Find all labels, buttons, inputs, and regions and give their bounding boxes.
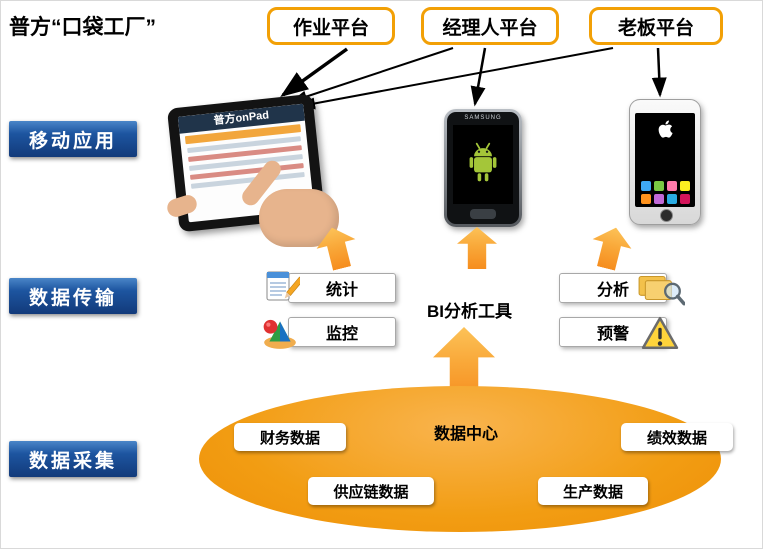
platform-box-work: 作业平台 <box>267 7 395 45</box>
iphone-home-button <box>659 209 673 222</box>
up-arrow-to-iphone <box>587 223 636 273</box>
android-screen <box>453 125 513 204</box>
monitoring-box: 监控 <box>288 317 396 347</box>
page-title: 普方“口袋工厂” <box>9 16 156 39</box>
production-data-box: 生产数据 <box>538 477 648 505</box>
finance-data-label: 财务数据 <box>259 429 320 447</box>
warning-icon <box>641 316 679 356</box>
supply-chain-data-label: 供应链数据 <box>333 483 409 501</box>
platform-boss-label: 老板平台 <box>617 17 694 39</box>
platform-box-boss: 老板平台 <box>589 7 723 45</box>
up-arrow-to-android <box>457 227 497 269</box>
analysis-label: 分析 <box>596 282 629 299</box>
android-home-button <box>470 209 496 219</box>
statistics-label: 统计 <box>325 282 358 299</box>
data-center-title: 数据中心 <box>434 426 499 443</box>
iphone-app-icons <box>639 181 691 204</box>
monitoring-label: 监控 <box>325 326 358 343</box>
row-label-data-transmission: 数据传输 <box>9 278 137 314</box>
production-data-label: 生产数据 <box>562 483 623 501</box>
row-label-mobile-apps: 移动应用 <box>9 121 137 157</box>
data-center-ellipse <box>199 386 721 532</box>
row-label-data-collection-text: 数据采集 <box>28 450 117 472</box>
pie-chart-icon <box>261 313 299 356</box>
row-label-data-collection: 数据采集 <box>9 441 137 477</box>
android-brand-label: SAMSUNG <box>464 115 502 121</box>
apple-logo-icon <box>635 119 695 139</box>
android-phone-face: SAMSUNG <box>447 112 519 224</box>
android-robot-icon <box>465 141 501 189</box>
row-label-data-transmission-text: 数据传输 <box>28 287 117 309</box>
android-phone-device: SAMSUNG <box>444 109 522 227</box>
performance-data-box: 绩效数据 <box>621 423 733 451</box>
platform-work-label: 作业平台 <box>292 17 369 39</box>
iphone-screen <box>635 113 695 207</box>
finance-data-box: 财务数据 <box>234 423 346 451</box>
bi-tool-label: BI分析工具 <box>427 302 512 321</box>
folder-search-icon <box>637 269 686 312</box>
supply-chain-data-box: 供应链数据 <box>308 477 434 505</box>
alert-label: 预警 <box>596 326 629 343</box>
alert-box: 预警 <box>559 317 667 347</box>
performance-data-label: 绩效数据 <box>646 429 707 447</box>
statistics-box: 统计 <box>288 273 396 303</box>
row-label-mobile-apps-text: 移动应用 <box>28 130 117 152</box>
iphone-device <box>629 99 701 225</box>
notebook-pencil-icon <box>264 269 304 310</box>
platform-box-manager: 经理人平台 <box>421 7 559 45</box>
platform-manager-label: 经理人平台 <box>442 17 538 39</box>
